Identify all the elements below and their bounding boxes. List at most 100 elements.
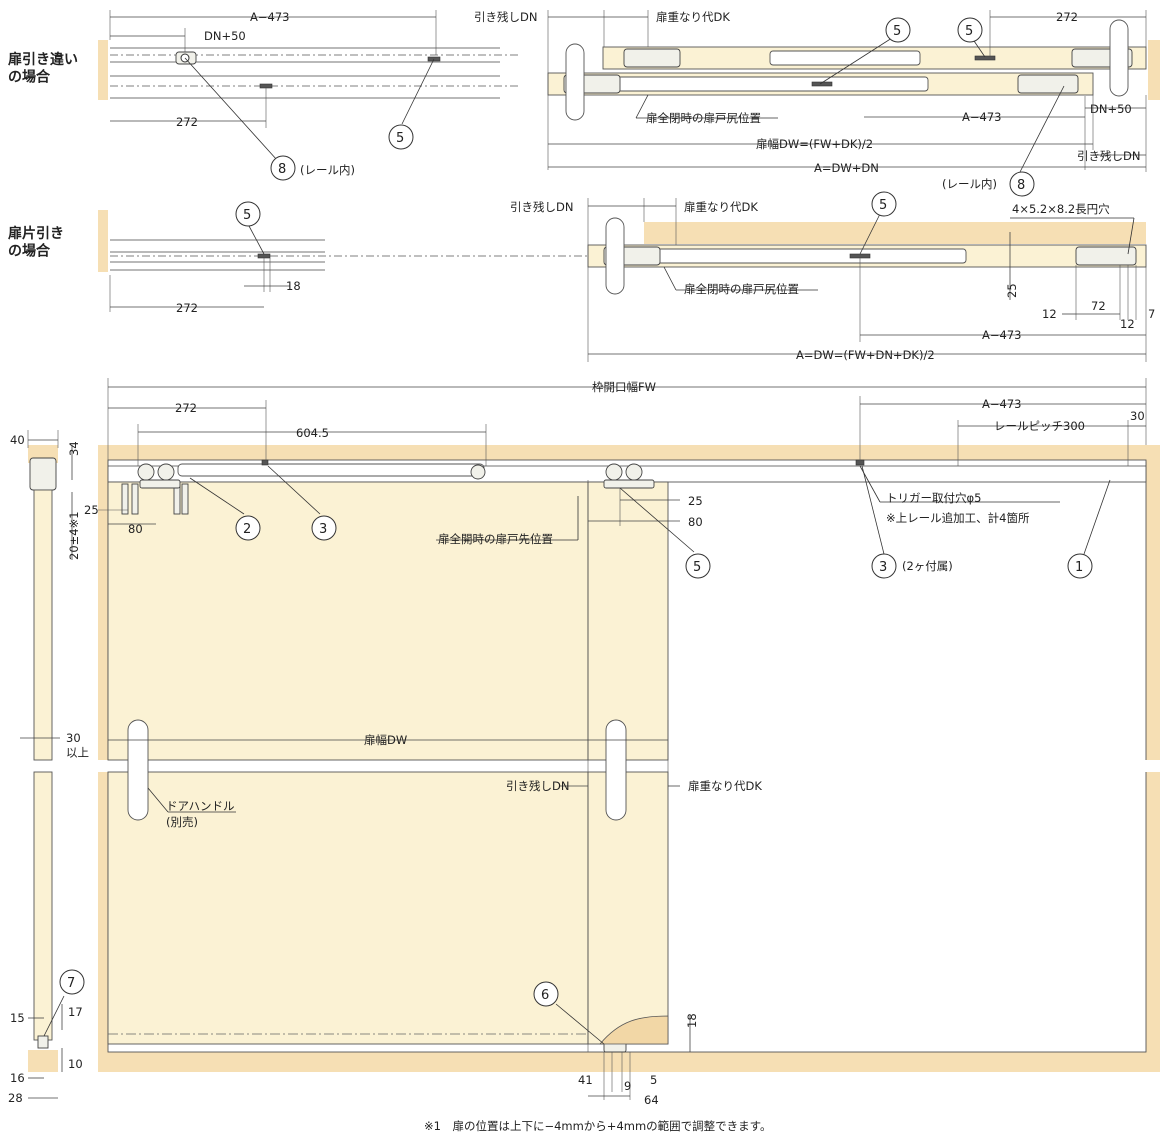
- dim-28: 28: [8, 1091, 23, 1105]
- wall-wood: [98, 210, 108, 272]
- wall-wood: [644, 222, 1146, 244]
- dim-kasanari-elev: 扉重なり代DK: [688, 779, 762, 793]
- dim-20: 20±4※1: [67, 511, 81, 560]
- dim-10: 10: [68, 1057, 83, 1071]
- dim-12-left: 12: [1042, 307, 1057, 321]
- dim-272-single: 272: [176, 301, 198, 315]
- label-line: 扉片引きの場合: [8, 225, 64, 260]
- bubble-8-top-right: 8: [1009, 171, 1035, 197]
- dim-a473-right: A−473: [962, 110, 1001, 124]
- trigger-hole-label: トリガー取付穴φ5: [886, 491, 981, 505]
- bubble-number: 2: [243, 522, 251, 537]
- door-panel-right-top: [587, 481, 669, 761]
- dim-80-left: 80: [128, 522, 143, 536]
- dim-a-dw-dn: A=DW+DN: [814, 161, 879, 175]
- closed-tip-label: 扉全開時の扉戸先位置: [438, 532, 553, 546]
- label-line: 扉引き違いの場合: [8, 51, 78, 86]
- bubble-3-middle-left: 5: [235, 201, 261, 227]
- bubble-number: 6: [541, 988, 549, 1003]
- handle-oval: [565, 43, 585, 121]
- qty2-label: (2ヶ付属): [902, 559, 953, 573]
- bubble-3-middle-right: 5: [871, 191, 897, 217]
- in-rail-note: (レール内): [300, 163, 355, 177]
- dim-15: 15: [10, 1011, 25, 1025]
- side-floor-guide: [37, 1035, 49, 1049]
- elevation-frame: [90, 445, 1163, 1072]
- closed-tail-label: 扉全閉時の扉戸尻位置: [646, 111, 761, 125]
- closed-tail-label-single: 扉全閉時の扉戸尻位置: [684, 282, 799, 296]
- dim-a473-elev: A−473: [982, 397, 1021, 411]
- dim-16: 16: [10, 1071, 25, 1085]
- bubble-5-elev: 5: [685, 553, 711, 579]
- side-door-bottom: [33, 771, 53, 1041]
- middle-left-rail-view: 18 272: [98, 210, 590, 315]
- dim-12-right: 12: [1120, 317, 1135, 331]
- middle-right-single-plan: 引き残しDN 扉重なり代DK 扉全閉時の扉戸尻位置 4×5.2×8.2長円穴 2…: [510, 198, 1155, 362]
- bubble-number: 5: [893, 24, 901, 39]
- in-rail-note-right: (レール内): [942, 177, 997, 191]
- dim-40: 40: [10, 433, 25, 447]
- trigger-mark: [257, 253, 271, 259]
- dim-25-right: 25: [688, 494, 703, 508]
- bubble-1-elev: 1: [1067, 553, 1093, 579]
- dim-64: 64: [644, 1093, 659, 1107]
- bubble-number: 3: [319, 522, 327, 537]
- hanger-lower-right: [1017, 74, 1079, 94]
- door-panel-left-bottom: [107, 771, 589, 1045]
- wall-wood: [98, 40, 108, 100]
- elevation-top-dims: 枠開口幅FW 272 604.5 A−473 レールピッチ300 30: [107, 378, 1147, 466]
- bubble-number: 5: [693, 560, 701, 575]
- dim-dw-fw-dk: 扉幅DW=(FW+DK)/2: [756, 137, 873, 151]
- bubble-3-top-right-a: 5: [885, 17, 911, 43]
- section-label-bi-parting: 扉引き違いの場合: [8, 51, 78, 86]
- bubble-8-top-left: 8 (レール内): [270, 155, 355, 181]
- dim-kasanari-single: 扉重なり代DK: [684, 200, 758, 214]
- side-hanger: [29, 457, 57, 491]
- damper-lower: [607, 76, 929, 92]
- dim-272-right: 272: [1056, 10, 1078, 24]
- dim-80-right: 80: [688, 515, 703, 529]
- bubble-2-elev: 2: [235, 515, 261, 541]
- top-right-bi-parting-plan: 引き残しDN 扉重なり代DK 272 扉全閉時の扉戸尻位置 A−473 DN+5…: [474, 10, 1160, 191]
- top-left-rail-view: A−473 DN+50 272: [98, 10, 520, 161]
- dim-272: 272: [176, 115, 198, 129]
- dim-5: 5: [650, 1073, 657, 1087]
- damper-single: [655, 248, 967, 264]
- dim-9: 9: [624, 1079, 631, 1093]
- dim-a-dw-fw-dn-dk: A=DW=(FW+DN+DK)/2: [796, 348, 935, 362]
- trigger-mark: [259, 83, 273, 89]
- side-door-top: [33, 489, 53, 761]
- damper-upper: [769, 50, 921, 66]
- dim-kasanari: 扉重なり代DK: [656, 10, 730, 24]
- dim-rail-pitch: レールピッチ300: [994, 419, 1085, 433]
- dim-25-vert: 25: [1005, 283, 1019, 298]
- trigger-note: ※上レール追加工、計4箇所: [886, 511, 1030, 525]
- dim-a473-single: A−473: [982, 328, 1021, 342]
- side-floor-wood: [28, 1050, 58, 1072]
- dim-272-elev: 272: [175, 401, 197, 415]
- bubble-number: 5: [396, 131, 404, 146]
- bubble-3-elev-right: 3: [871, 553, 897, 579]
- dim-nokoshi-elev: 引き残しDN: [506, 779, 569, 793]
- slot-label: 4×5.2×8.2長円穴: [1012, 202, 1110, 216]
- dim-41: 41: [578, 1073, 593, 1087]
- handle-label: ドアハンドル: [166, 799, 235, 813]
- bubble-number: 7: [67, 976, 75, 991]
- dim-18-vert: 18: [685, 1013, 699, 1028]
- dim-17: 17: [68, 1005, 83, 1019]
- dim-dn50-right: DN+50: [1090, 102, 1132, 116]
- bubble-number: 5: [879, 198, 887, 213]
- door-handle: [605, 719, 627, 821]
- bubble-number: 3: [879, 560, 887, 575]
- dim-nokoshi: 引き残しDN: [474, 10, 537, 24]
- handle-oval: [605, 217, 625, 295]
- bubble-3-elev: 3: [311, 515, 337, 541]
- hanger-single-right: [1075, 246, 1137, 266]
- dim-18: 18: [286, 279, 301, 293]
- handle-oval: [1109, 19, 1129, 97]
- bubble-3-top-left: 5: [388, 124, 414, 150]
- dim-72: 72: [1091, 299, 1106, 313]
- hanger-upper-left: [623, 48, 681, 68]
